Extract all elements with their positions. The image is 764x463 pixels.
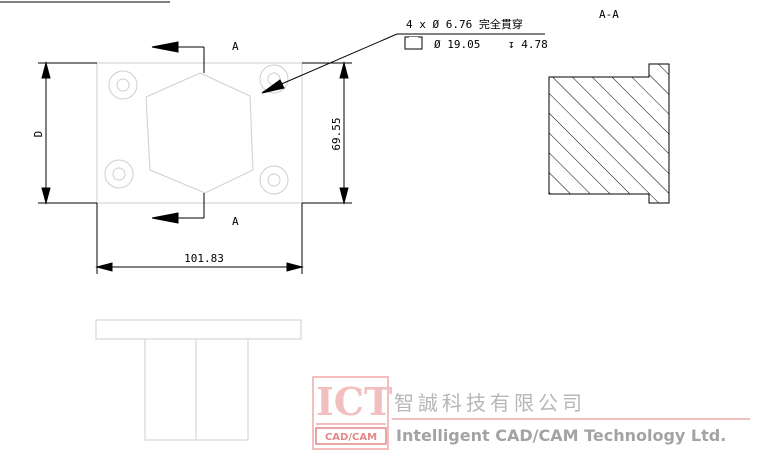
- section-view: [548, 63, 670, 204]
- left-vertical-dimension: [38, 61, 97, 205]
- company-name-english: Intelligent CAD/CAM Technology Ltd.: [396, 426, 726, 445]
- ict-logo-text: ICT: [316, 379, 392, 424]
- cad-cam-label: CAD/CAM: [325, 432, 377, 443]
- section-view-title: A-A: [599, 8, 619, 21]
- section-hatch: [548, 63, 670, 204]
- front-view: [95, 319, 302, 441]
- mounting-hole: [108, 70, 138, 100]
- width-dimension-text: 101.83: [184, 252, 224, 265]
- hex-boss: [145, 72, 254, 194]
- height-dimension: [302, 61, 352, 205]
- counterbore-depth: ↧ 4.78: [508, 38, 548, 51]
- counterbore-diameter: Ø 19.05: [434, 38, 480, 51]
- section-line-bottom: [151, 193, 205, 224]
- width-dimension: [95, 203, 304, 274]
- section-label-top: A: [232, 40, 239, 53]
- height-dimension-text: 69.55: [330, 117, 343, 150]
- mounting-hole: [104, 159, 134, 189]
- left-dimension-text: D: [32, 131, 45, 138]
- plate-outline: [96, 62, 303, 204]
- top-view: [96, 62, 303, 204]
- company-watermark: ICT CAD/CAM 智誠科技有限公司 Intelligent CAD/CAM…: [312, 376, 750, 450]
- ict-logo-box: [312, 376, 389, 450]
- mounting-hole: [259, 165, 289, 195]
- hole-callout-line1: 4 x Ø 6.76 完全貫穿: [406, 17, 523, 31]
- section-line-top: [151, 41, 205, 73]
- company-name-chinese: 智誠科技有限公司: [394, 391, 586, 415]
- section-label-bottom: A: [232, 215, 239, 228]
